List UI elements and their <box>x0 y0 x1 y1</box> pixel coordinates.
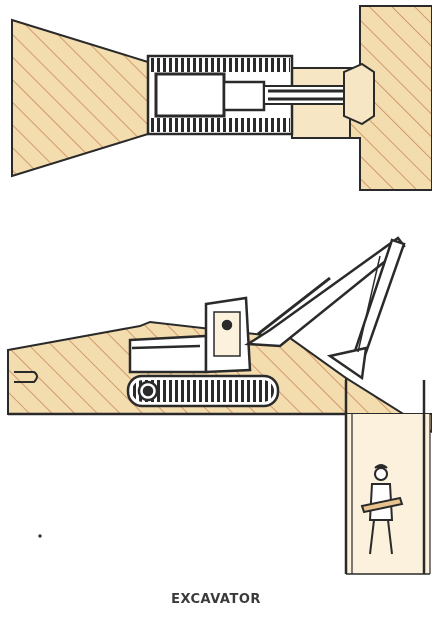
excavator-icon <box>128 238 404 406</box>
excavation-panel <box>8 238 432 574</box>
tunnel-boring-panel <box>12 6 432 190</box>
figure-caption: EXCAVATOR <box>0 592 432 607</box>
pencil-dot <box>38 534 41 537</box>
left-soil-wedge <box>12 20 148 176</box>
